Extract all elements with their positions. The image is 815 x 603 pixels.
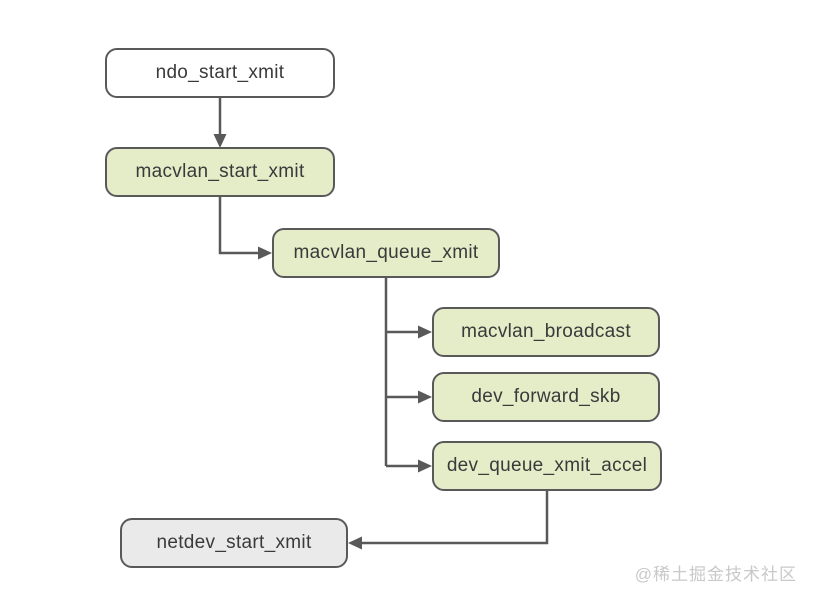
node-ndo-start-xmit: ndo_start_xmit <box>105 48 335 98</box>
edge-queue-to-broadcast <box>386 325 432 339</box>
node-label: netdev_start_xmit <box>156 532 312 553</box>
node-dev-queue-xmit-accel: dev_queue_xmit_accel <box>432 441 662 491</box>
node-macvlan-start-xmit: macvlan_start_xmit <box>105 147 335 197</box>
edge-ndo-to-macvlan-start <box>213 98 227 148</box>
edge-accel-to-netdev <box>348 491 549 550</box>
node-label: ndo_start_xmit <box>155 62 285 83</box>
node-label: dev_queue_xmit_accel <box>446 455 648 476</box>
node-label: macvlan_broadcast <box>461 321 631 342</box>
edge-macvlan-start-to-queue <box>218 197 272 260</box>
node-macvlan-queue-xmit: macvlan_queue_xmit <box>272 228 500 278</box>
node-netdev-start-xmit: netdev_start_xmit <box>120 518 348 568</box>
node-label: dev_forward_skb <box>471 386 621 407</box>
watermark: @稀土掘金技术社区 <box>634 565 797 584</box>
node-dev-forward-skb: dev_forward_skb <box>432 372 660 422</box>
node-label: macvlan_start_xmit <box>135 161 305 182</box>
node-macvlan-broadcast: macvlan_broadcast <box>432 307 660 357</box>
node-label: macvlan_queue_xmit <box>293 242 479 263</box>
edge-queue-to-dev-forward <box>386 390 432 404</box>
edge-queue-to-dev-queue-accel <box>386 459 432 473</box>
